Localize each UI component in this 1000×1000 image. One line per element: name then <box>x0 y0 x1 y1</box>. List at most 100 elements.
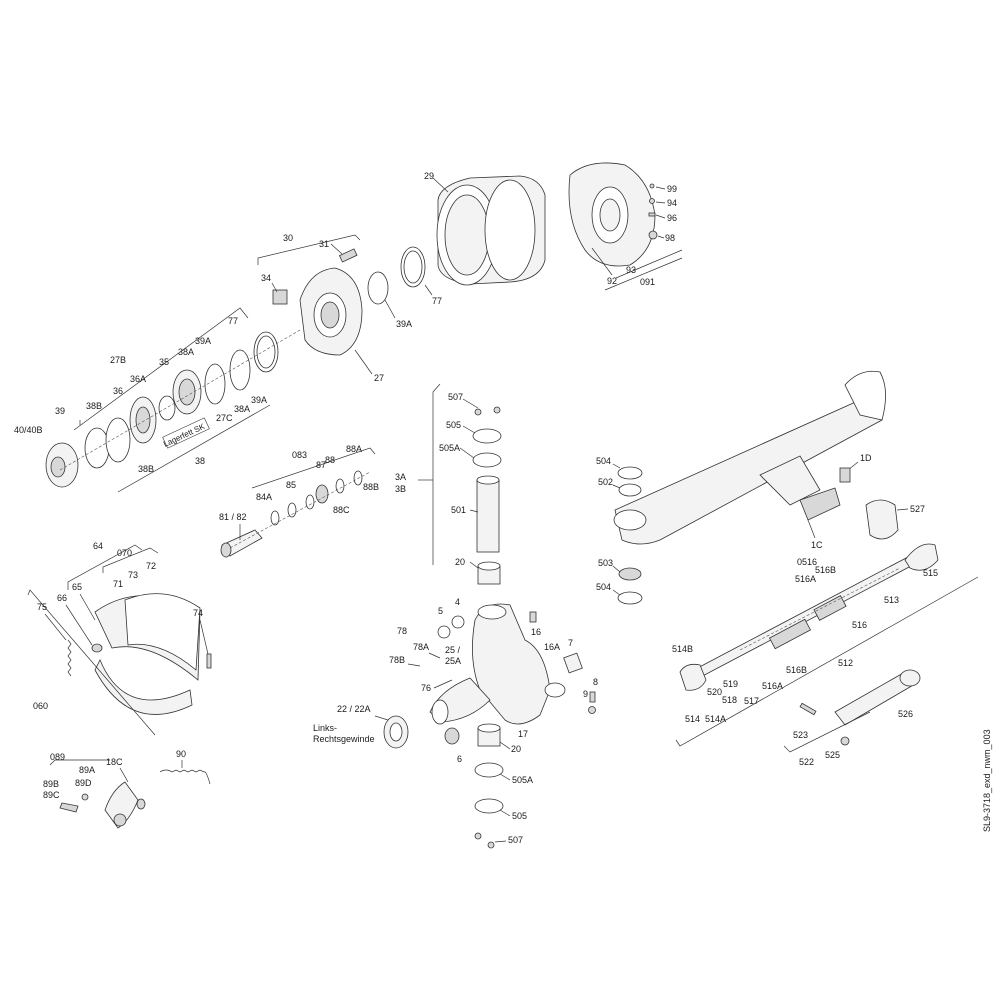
callout-84A: 84A <box>256 492 272 502</box>
callout-516B-a: 516B <box>815 565 836 575</box>
bolts-507-bottom <box>474 832 495 849</box>
thrust-washer-502 <box>618 483 642 497</box>
callout-34: 34 <box>261 273 271 283</box>
callout-25A: 25A <box>445 656 461 666</box>
clip-74 <box>206 653 212 669</box>
callout-29: 29 <box>424 171 434 181</box>
nut-9 <box>588 706 596 714</box>
callout-070: 070 <box>117 548 132 558</box>
callout-507-bottom: 507 <box>508 835 523 845</box>
callout-504-top: 504 <box>596 456 611 466</box>
tie-rod-end-514 <box>679 663 707 691</box>
cover-505-bottom <box>474 798 504 814</box>
tie-rod-513 <box>689 547 931 681</box>
callout-514: 514 <box>685 714 700 724</box>
callout-96: 96 <box>667 213 677 223</box>
callout-504-bottom: 504 <box>596 582 611 592</box>
callout-31: 31 <box>319 239 329 249</box>
callout-516A-b: 516A <box>762 681 783 691</box>
callout-78A: 78A <box>413 642 429 652</box>
callout-76: 76 <box>421 683 431 693</box>
label-links: Links- <box>313 723 337 733</box>
bearing-88C <box>315 484 329 504</box>
callout-35: 35 <box>159 357 169 367</box>
bolt-99 <box>649 183 655 189</box>
callout-99: 99 <box>667 184 677 194</box>
callout-7: 7 <box>568 638 573 648</box>
slack-adjuster-18C <box>104 781 139 829</box>
steering-knuckle <box>429 603 566 725</box>
nut-98 <box>648 230 658 240</box>
callout-65: 65 <box>72 582 82 592</box>
callout-39A-c: 39A <box>251 395 267 405</box>
callout-25: 25 / <box>445 645 461 655</box>
callout-514B: 514B <box>672 644 693 654</box>
callout-88C: 88C <box>333 505 350 515</box>
axle-beam-1C <box>613 370 886 545</box>
callout-78: 78 <box>397 626 407 636</box>
callout-38A-b: 38A <box>234 404 250 414</box>
callout-89C: 89C <box>43 790 60 800</box>
callout-27B: 27B <box>110 355 126 365</box>
callout-66: 66 <box>57 593 67 603</box>
callout-518: 518 <box>722 695 737 705</box>
callout-38B-a: 38B <box>86 401 102 411</box>
tie-rod-end-515 <box>904 543 939 571</box>
callout-513: 513 <box>884 595 899 605</box>
hub-cap-40 <box>45 442 79 488</box>
ring-39A-b <box>229 349 251 391</box>
callout-091: 091 <box>640 277 655 287</box>
callout-525: 525 <box>825 750 840 760</box>
callout-36A: 36A <box>130 374 146 384</box>
label-rechtsgewinde: Rechtsgewinde <box>313 734 375 744</box>
spring-90 <box>159 769 211 785</box>
callout-505-bottom: 505 <box>512 811 527 821</box>
callout-88A: 88A <box>346 444 362 454</box>
seal-ring-77-lower <box>253 331 279 373</box>
callout-516A-a: 516A <box>795 574 816 584</box>
callout-71: 71 <box>113 579 123 589</box>
callout-512: 512 <box>838 658 853 668</box>
nut-6 <box>444 727 460 745</box>
callout-98: 98 <box>665 233 675 243</box>
drawing-id: SL9-3718_exd_nwm_003 <box>982 729 992 832</box>
callout-20-bottom: 20 <box>511 744 521 754</box>
callout-1D: 1D <box>860 453 872 463</box>
callout-27: 27 <box>374 373 384 383</box>
bolt-523 <box>799 702 817 716</box>
axle-shaft-81 <box>220 529 263 558</box>
callout-40-40B: 40/40B <box>14 425 43 435</box>
bushing-20-top <box>477 561 501 585</box>
callout-505A-bottom: 505A <box>512 775 533 785</box>
bearing-36 <box>129 396 157 444</box>
callout-519: 519 <box>723 679 738 689</box>
spacer-36A <box>158 395 176 421</box>
callout-81-82: 81 / 82 <box>219 512 247 522</box>
wheel-hub-27 <box>299 267 363 356</box>
brake-drum-29 <box>436 175 546 286</box>
callout-8: 8 <box>593 677 598 687</box>
callout-5: 5 <box>438 606 443 616</box>
callout-501: 501 <box>451 505 466 515</box>
brake-shoe-upper-070 <box>94 593 201 681</box>
callout-503: 503 <box>598 558 613 568</box>
ring-85 <box>287 502 297 518</box>
callout-38A-a: 38A <box>178 347 194 357</box>
callout-527: 527 <box>910 504 925 514</box>
callout-20-top: 20 <box>455 557 465 567</box>
callout-39A-upper: 39A <box>396 319 412 329</box>
callout-27C: 27C <box>216 413 233 423</box>
callout-526: 526 <box>898 709 913 719</box>
callout-522: 522 <box>799 757 814 767</box>
screw-96 <box>648 212 656 217</box>
stop-screw-1D <box>839 467 851 483</box>
callout-77-upper: 77 <box>432 296 442 306</box>
seal-ring-77-upper <box>400 246 426 288</box>
gasket-505A-bottom <box>474 762 504 778</box>
callout-77-lower: 77 <box>228 316 238 326</box>
callout-90: 90 <box>176 749 186 759</box>
callout-89D: 89D <box>75 778 92 788</box>
ring-38A-a <box>204 363 226 405</box>
pin-89D <box>81 793 89 801</box>
